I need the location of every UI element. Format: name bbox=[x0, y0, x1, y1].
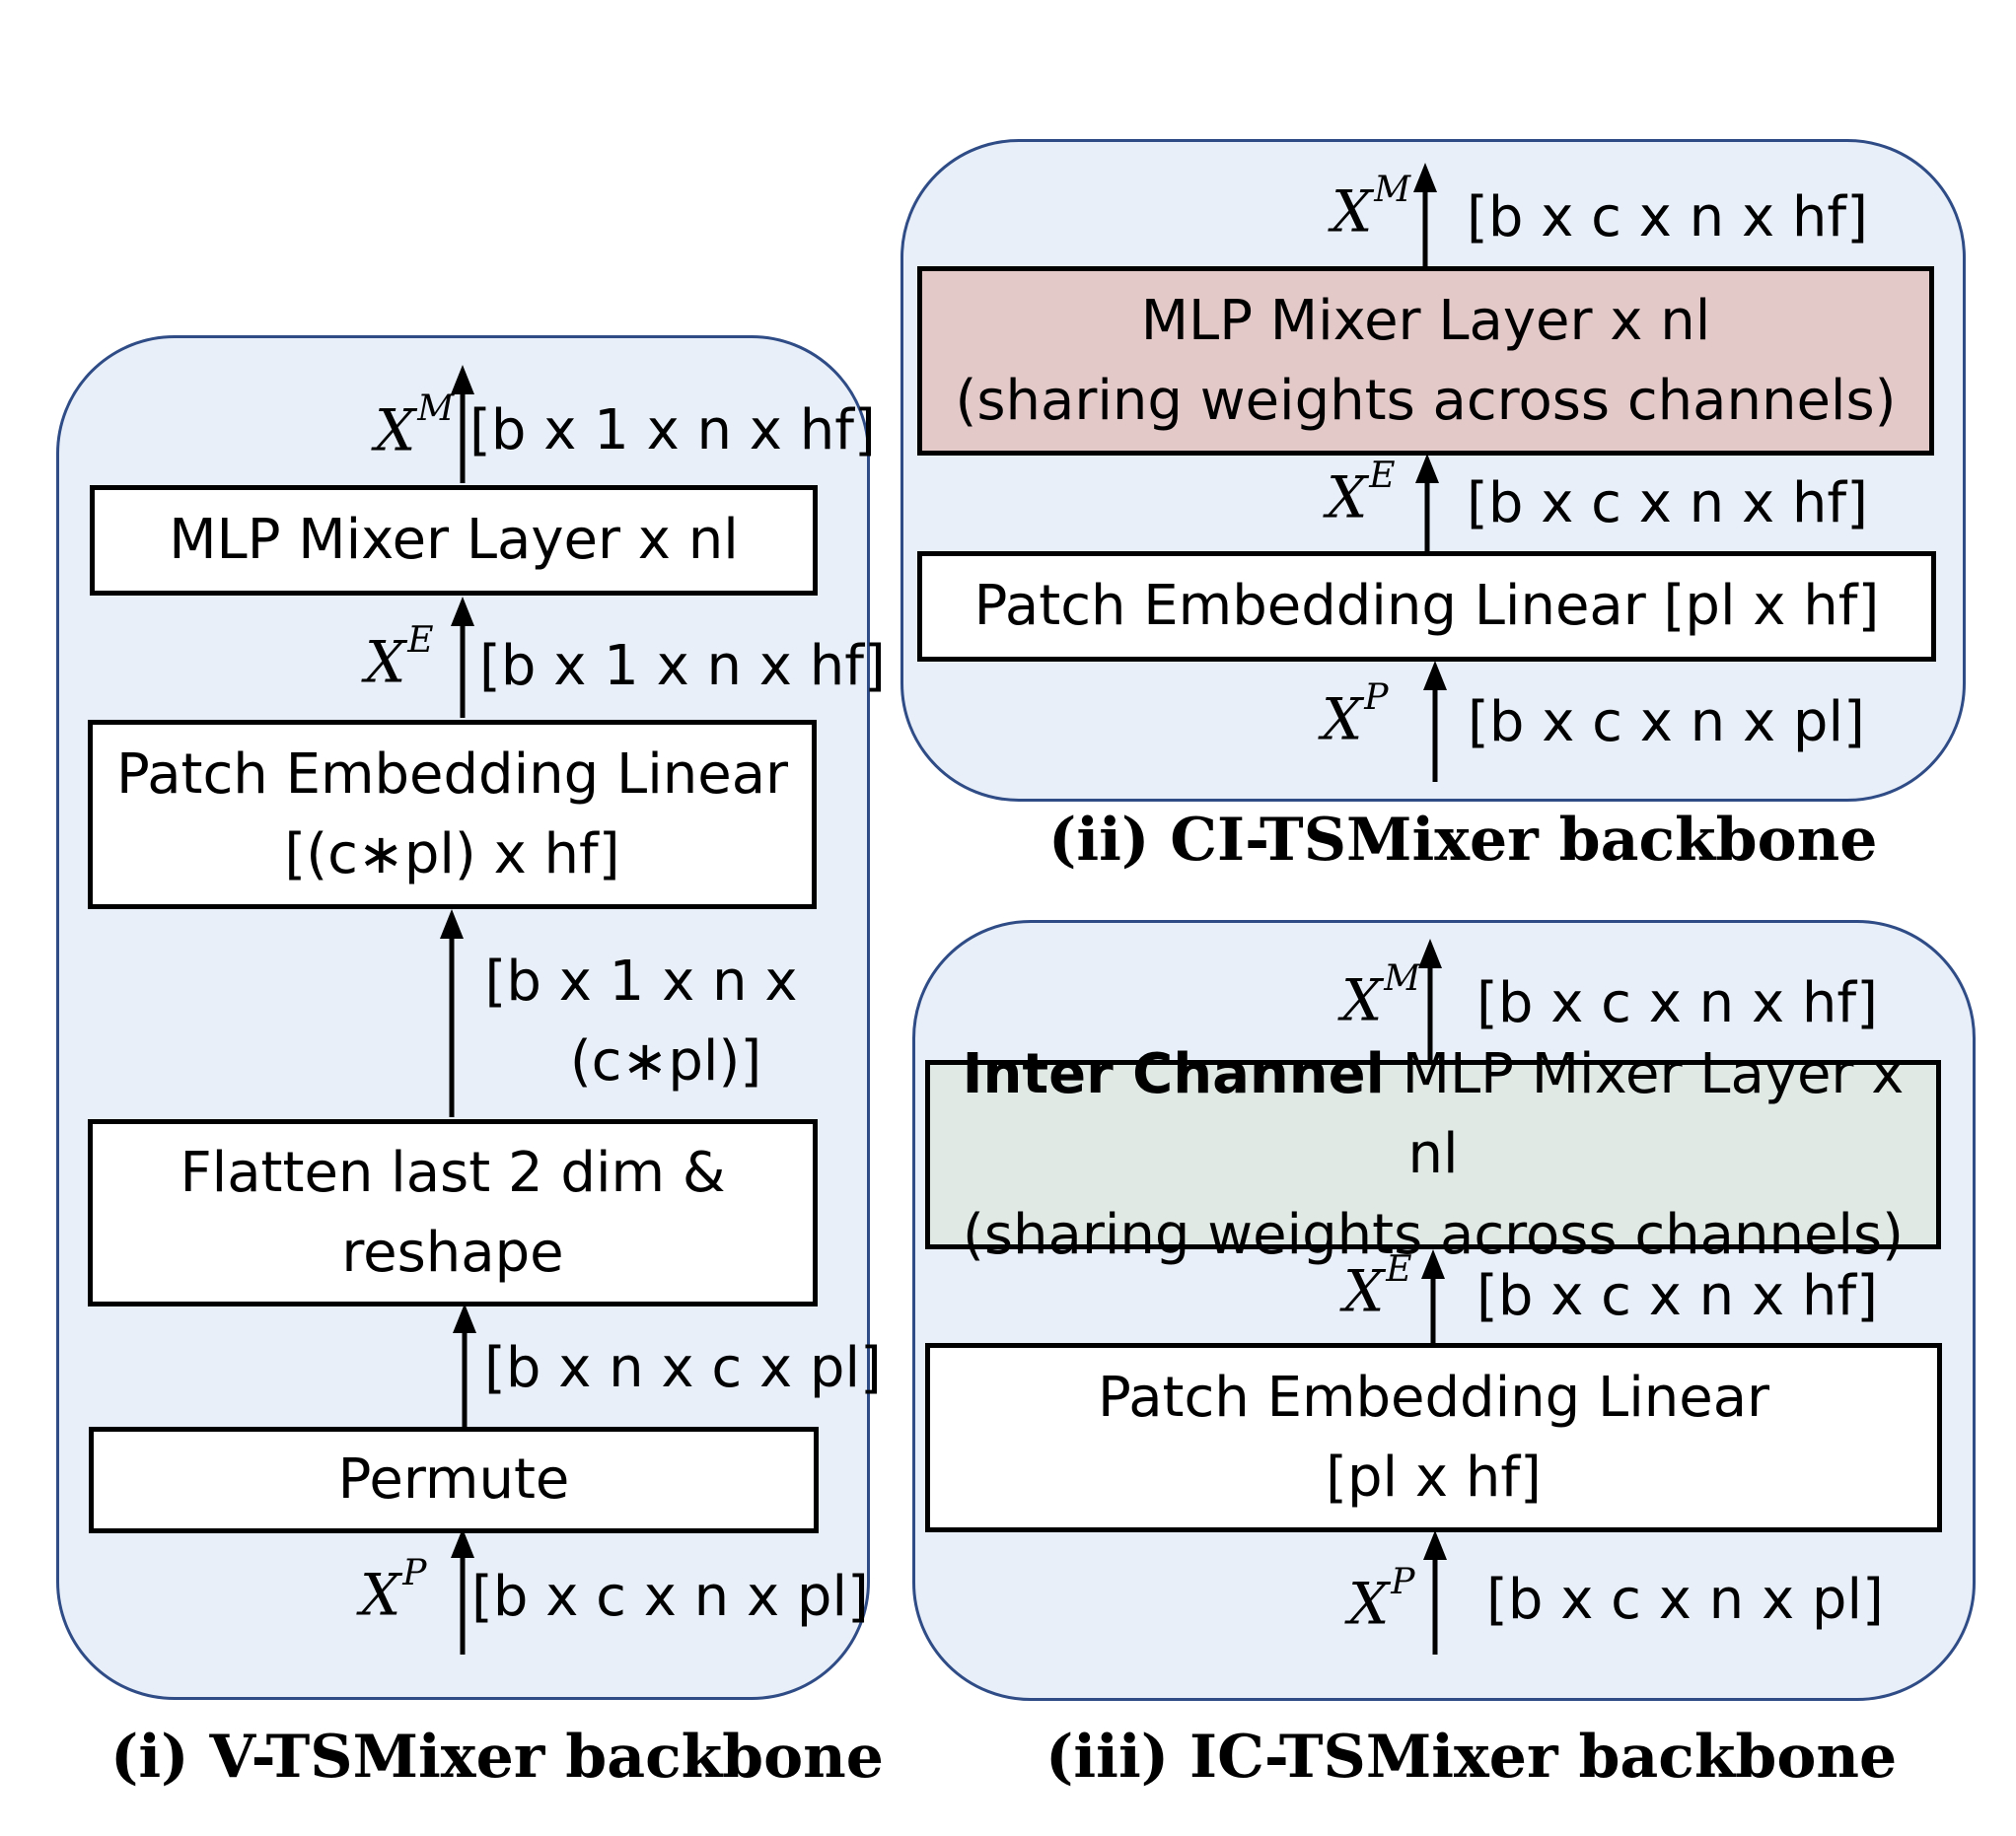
ci-xe-variable: XE bbox=[1327, 456, 1396, 531]
ic-mlp-mixer-box: Inter Channel MLP Mixer Layer x nl (shar… bbox=[925, 1042, 1941, 1267]
ci-patch-embedding-box: Patch Embedding Linear [pl x hf] bbox=[917, 551, 1936, 662]
flattened-dims-line1: [b x 1 x n x bbox=[484, 950, 798, 1014]
ic-xm-variable: XM bbox=[1341, 958, 1421, 1034]
flatten-line2: reshape bbox=[341, 1221, 564, 1285]
xp-variable: XP bbox=[360, 1553, 427, 1629]
patch-embedding-line2: [(c∗pl) x hf] bbox=[284, 822, 620, 886]
caption-ci-tsmixer: (ii) CI-TSMixer backbone bbox=[1048, 806, 1878, 875]
ci-mlp-line2: (sharing weights across channels) bbox=[955, 369, 1897, 433]
xe-variable: XE bbox=[365, 620, 434, 696]
ic-mlp-line1: Inter Channel MLP Mixer Layer x nl bbox=[930, 1034, 1936, 1194]
ci-xp-variable: XP bbox=[1322, 677, 1389, 753]
flattened-dims: [b x 1 x n x (c∗pl)] bbox=[483, 942, 799, 1101]
ci-patch-label: Patch Embedding Linear [pl x hf] bbox=[973, 574, 1880, 639]
permute-label: Permute bbox=[337, 1448, 570, 1513]
xe-dims: [b x 1 x n x hf] bbox=[479, 634, 886, 698]
ic-patch-line2: [pl x hf] bbox=[1326, 1446, 1542, 1510]
ic-xm-dims: [b x c x n x hf] bbox=[1476, 971, 1878, 1035]
permute-box: Permute bbox=[89, 1427, 819, 1533]
caption-ic-tsmixer: (iii) IC-TSMixer backbone bbox=[1045, 1723, 1898, 1792]
ic-mlp-rest: MLP Mixer Layer x nl bbox=[1384, 1042, 1905, 1187]
ic-patch-embedding-box: Patch Embedding Linear [pl x hf] bbox=[925, 1343, 1942, 1532]
ic-patch-line1: Patch Embedding Linear bbox=[1097, 1365, 1770, 1430]
patch-embedding-line1: Patch Embedding Linear bbox=[115, 741, 789, 807]
flattened-dims-line2: (c∗pl)] bbox=[569, 1029, 762, 1095]
xm-dims: [b x 1 x n x hf] bbox=[469, 398, 876, 462]
patch-embedding-box: Patch Embedding Linear [(c∗pl) x hf] bbox=[88, 720, 817, 909]
ic-mlp-line2: (sharing weights across channels) bbox=[963, 1202, 1904, 1267]
ci-xm-dims: [b x c x n x hf] bbox=[1467, 185, 1868, 249]
panel-ic-tsmixer bbox=[912, 920, 1976, 1701]
ic-xe-dims: [b x c x n x hf] bbox=[1476, 1264, 1878, 1328]
ci-mlp-mixer-box: MLP Mixer Layer x nl (sharing weights ac… bbox=[917, 266, 1934, 456]
flatten-line1: Flatten last 2 dim & bbox=[180, 1140, 726, 1205]
flatten-reshape-box: Flatten last 2 dim & reshape bbox=[88, 1119, 818, 1306]
xm-variable: XM bbox=[375, 388, 455, 464]
ci-xp-dims: [b x c x n x pl] bbox=[1468, 690, 1865, 754]
ci-xe-dims: [b x c x n x hf] bbox=[1467, 471, 1868, 535]
mlp-mixer-layer-box: MLP Mixer Layer x nl bbox=[90, 485, 818, 596]
xp-dims: [b x c x n x pl] bbox=[471, 1565, 869, 1629]
ci-mlp-line1: MLP Mixer Layer x nl bbox=[1140, 288, 1711, 353]
mlp-mixer-layer-label: MLP Mixer Layer x nl bbox=[169, 508, 739, 573]
ic-xp-dims: [b x c x n x pl] bbox=[1486, 1568, 1884, 1632]
caption-v-tsmixer: (i) V-TSMixer backbone bbox=[110, 1723, 884, 1792]
ic-mlp-bold: Inter Channel bbox=[962, 1042, 1385, 1107]
ic-xp-variable: XP bbox=[1348, 1562, 1415, 1638]
ic-xe-variable: XE bbox=[1343, 1249, 1412, 1325]
permute-dims: [b x n x c x pl] bbox=[484, 1336, 882, 1400]
ci-xm-variable: XM bbox=[1332, 170, 1411, 246]
